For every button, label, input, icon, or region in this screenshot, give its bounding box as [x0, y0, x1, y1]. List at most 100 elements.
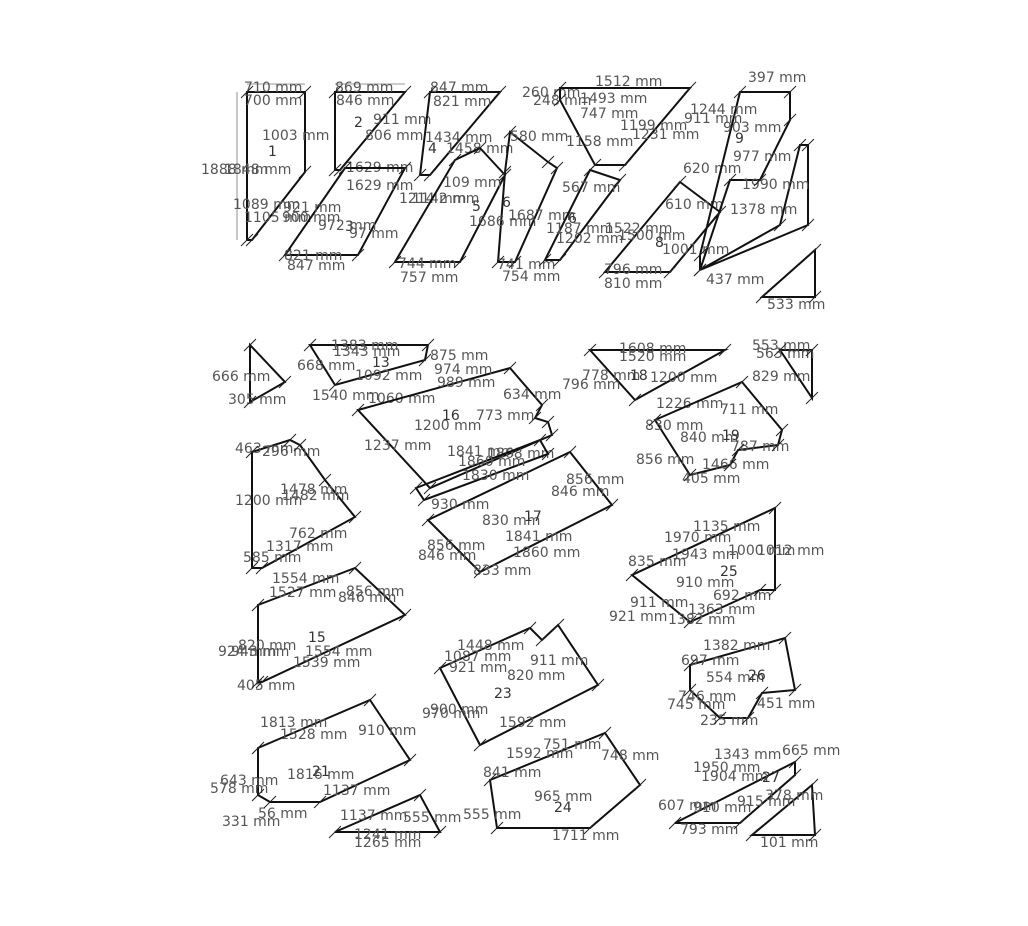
- dimension-tick: [298, 85, 312, 99]
- dimension-tick: [421, 513, 435, 527]
- dimension-label: 1265 mm: [354, 835, 421, 851]
- dimension-label: 666 mm: [212, 369, 270, 385]
- piece-number: 19: [722, 428, 740, 444]
- dimension-tick: [783, 113, 797, 127]
- dimension-label: 1241 mm: [354, 827, 421, 843]
- piece-24: 1592 mm 751 mm 748 mm 841 mm 965 mm 24 5…: [463, 731, 659, 844]
- dimension-tick: [775, 423, 789, 437]
- dimension-tick: [673, 175, 687, 189]
- dimension-label: 900 mm: [282, 210, 340, 226]
- dimension-label: 810 mm: [604, 276, 662, 292]
- piece-outline: [257, 566, 407, 683]
- dimension-label: 1493 mm: [580, 91, 647, 107]
- piece-outline: [246, 91, 306, 241]
- dimension-label: 1142 mm: [412, 191, 479, 207]
- dimension-label: 1539 mm: [293, 655, 360, 671]
- dimension-tick: [808, 290, 822, 304]
- dimension-label: 578 mm: [210, 781, 268, 797]
- dimension-label: 778 mm: [582, 368, 640, 384]
- dimension-tick: [628, 393, 642, 407]
- dimension-label: 793 mm: [680, 822, 738, 838]
- piece-number: 18: [630, 368, 648, 384]
- dimension-label: 235 mm: [700, 713, 758, 729]
- dimension-label: 1199 mm: [620, 118, 687, 134]
- dimension-label: 1608 mm: [619, 341, 686, 357]
- dimension-tick: [245, 445, 259, 459]
- dimension-tick: [773, 218, 787, 232]
- dimension-label: 610 mm: [665, 197, 723, 213]
- dimension-label: 405 mm: [237, 678, 295, 694]
- dimension-label: 580 mm: [510, 129, 568, 145]
- dimension-label: 1137 mm: [340, 808, 407, 824]
- dimension-tick: [733, 816, 747, 830]
- dimension-tick: [448, 153, 462, 167]
- dimension-tick: [491, 255, 505, 269]
- piece-outline: [559, 87, 693, 166]
- dimension-label: 856 mm: [566, 472, 624, 488]
- dimension-label: 405 mm: [682, 471, 740, 487]
- dimension-label: 1540 mm: [312, 388, 379, 404]
- dimension-tick: [683, 81, 697, 95]
- dimension-label: 820 mm: [507, 668, 565, 684]
- dimension-tick: [409, 481, 423, 495]
- dimension-label: 1888 mm: [201, 162, 268, 178]
- dimension-label: 1478 mm: [280, 482, 347, 498]
- dimension-tick: [255, 675, 269, 689]
- dimension-label: 835 mm: [628, 554, 686, 570]
- dimension-label: 1512 mm: [595, 74, 662, 90]
- dimension-tick: [668, 816, 682, 830]
- piece-2: 869 mm 846 mm 2 911 mm 806 mm 1629 mm: [334, 80, 431, 176]
- dimension-label: 921 mm: [609, 609, 667, 625]
- dimension-tick: [263, 795, 277, 809]
- dimension-label: 915 mm: [737, 794, 795, 810]
- dimension-label: 1554 mm: [305, 644, 372, 660]
- dimension-tick: [583, 163, 597, 177]
- dimension-label: 1950 mm: [693, 760, 760, 776]
- piece-outline: [587, 349, 729, 402]
- piece-outline: [759, 247, 816, 298]
- dimension-tick: [693, 263, 707, 277]
- dimension-label: 1466 mm: [702, 457, 769, 473]
- dimension-tick: [243, 395, 257, 409]
- dimension-tick: [713, 711, 727, 725]
- dimension-tick: [551, 618, 565, 632]
- dimension-tick: [633, 778, 647, 792]
- dimension-tick: [723, 173, 737, 187]
- dimension-tick: [768, 501, 782, 515]
- dimension-label: 1904 mm: [701, 769, 768, 785]
- dimension-label: 1012 mm: [757, 543, 824, 559]
- dimension-tick: [801, 138, 815, 152]
- dimension-label: 378 mm: [765, 788, 823, 804]
- dimension-tick: [583, 821, 597, 835]
- piece-outline: [699, 91, 791, 271]
- piece-26: 1382 mm 697 mm 554 mm 26 746 mm 745 mm 4…: [667, 636, 815, 729]
- piece-number: 5: [472, 199, 481, 215]
- dimension-tick: [503, 125, 517, 139]
- piece-number: 27: [762, 770, 780, 786]
- piece-outline: [488, 731, 642, 829]
- dimension-label: 697 mm: [681, 653, 739, 669]
- dimension-label: 911 mm: [630, 595, 688, 611]
- dimension-label: 900 mm: [430, 702, 488, 718]
- dimension-label: 1943 mm: [672, 547, 739, 563]
- dimension-label: 757 mm: [400, 270, 458, 286]
- dimension-tick: [613, 173, 627, 187]
- dimension-label: 1816 mm: [287, 767, 354, 783]
- dimension-label: 710 mm: [244, 80, 302, 96]
- dimension-tick: [328, 825, 342, 839]
- piece-outline: [699, 144, 809, 271]
- dimension-label: 1860 mm: [513, 545, 580, 561]
- dimension-tick: [545, 428, 559, 442]
- piece-outline: [334, 793, 442, 833]
- dimension-label: 748 mm: [601, 748, 659, 764]
- piece-outline: [749, 782, 817, 836]
- dimension-tick: [753, 173, 767, 187]
- dimension-tick: [731, 443, 745, 457]
- piece-number: 13: [372, 355, 390, 371]
- piece-number: 4: [428, 141, 437, 157]
- dimension-label: 856 mm: [346, 584, 404, 600]
- dimension-tick: [805, 343, 819, 357]
- dimension-label: 1629 mm: [346, 178, 413, 194]
- piece-6b: 1512 mm 1493 mm 747 mm 1199 mm 1158 mm 5…: [543, 74, 693, 261]
- dimension-tick: [755, 290, 769, 304]
